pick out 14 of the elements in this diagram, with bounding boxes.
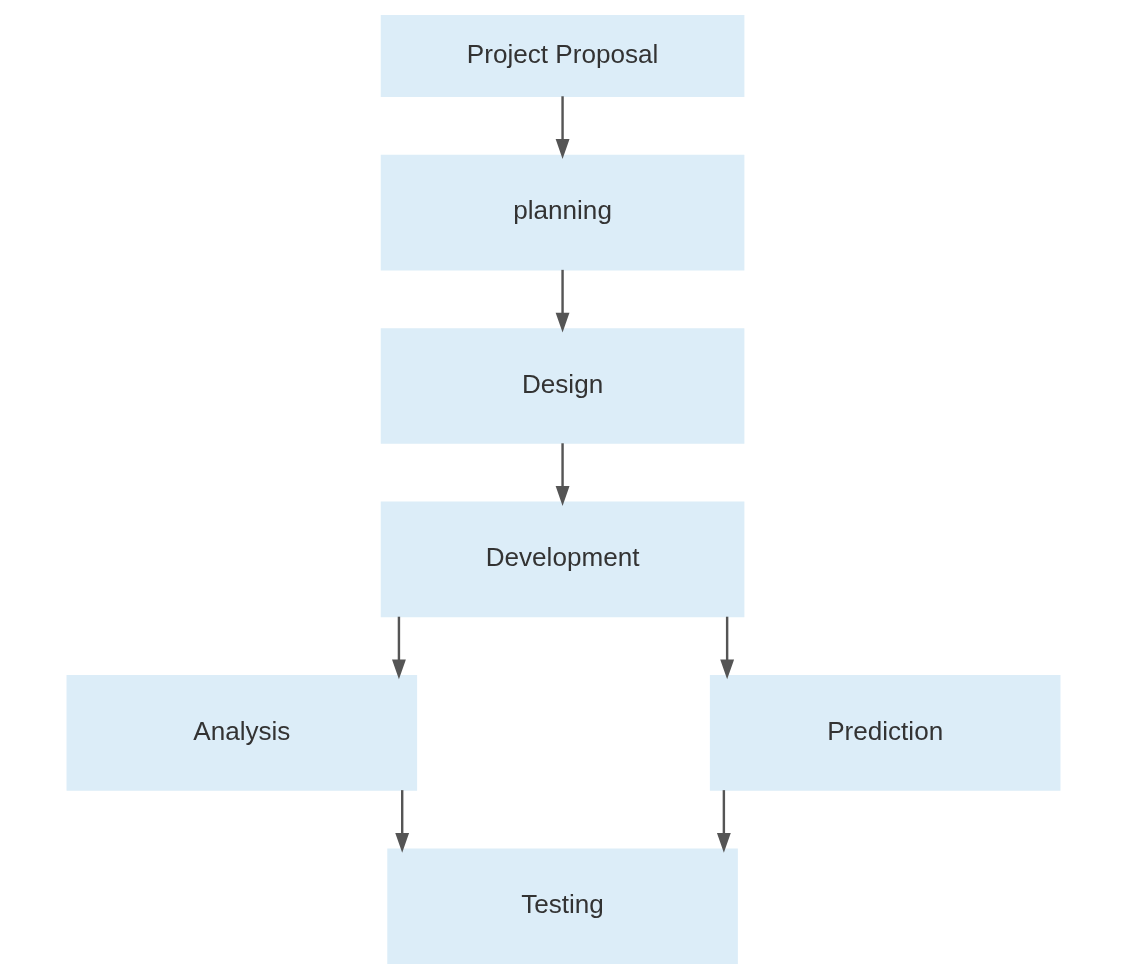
arrow: [555, 269, 570, 333]
arrow: [716, 790, 731, 853]
arrow: [555, 96, 570, 159]
node-box: Analysis: [66, 675, 418, 791]
node-box: Prediction: [709, 675, 1061, 791]
node-box: Development: [380, 501, 745, 618]
arrow: [395, 790, 410, 853]
arrow: [555, 443, 570, 506]
node-box: planning: [380, 154, 745, 271]
node-box: Testing: [387, 848, 738, 965]
node-box: Design: [380, 328, 745, 444]
arrow: [392, 616, 406, 680]
arrow: [720, 616, 735, 680]
node-box: Project Proposal: [380, 14, 745, 97]
